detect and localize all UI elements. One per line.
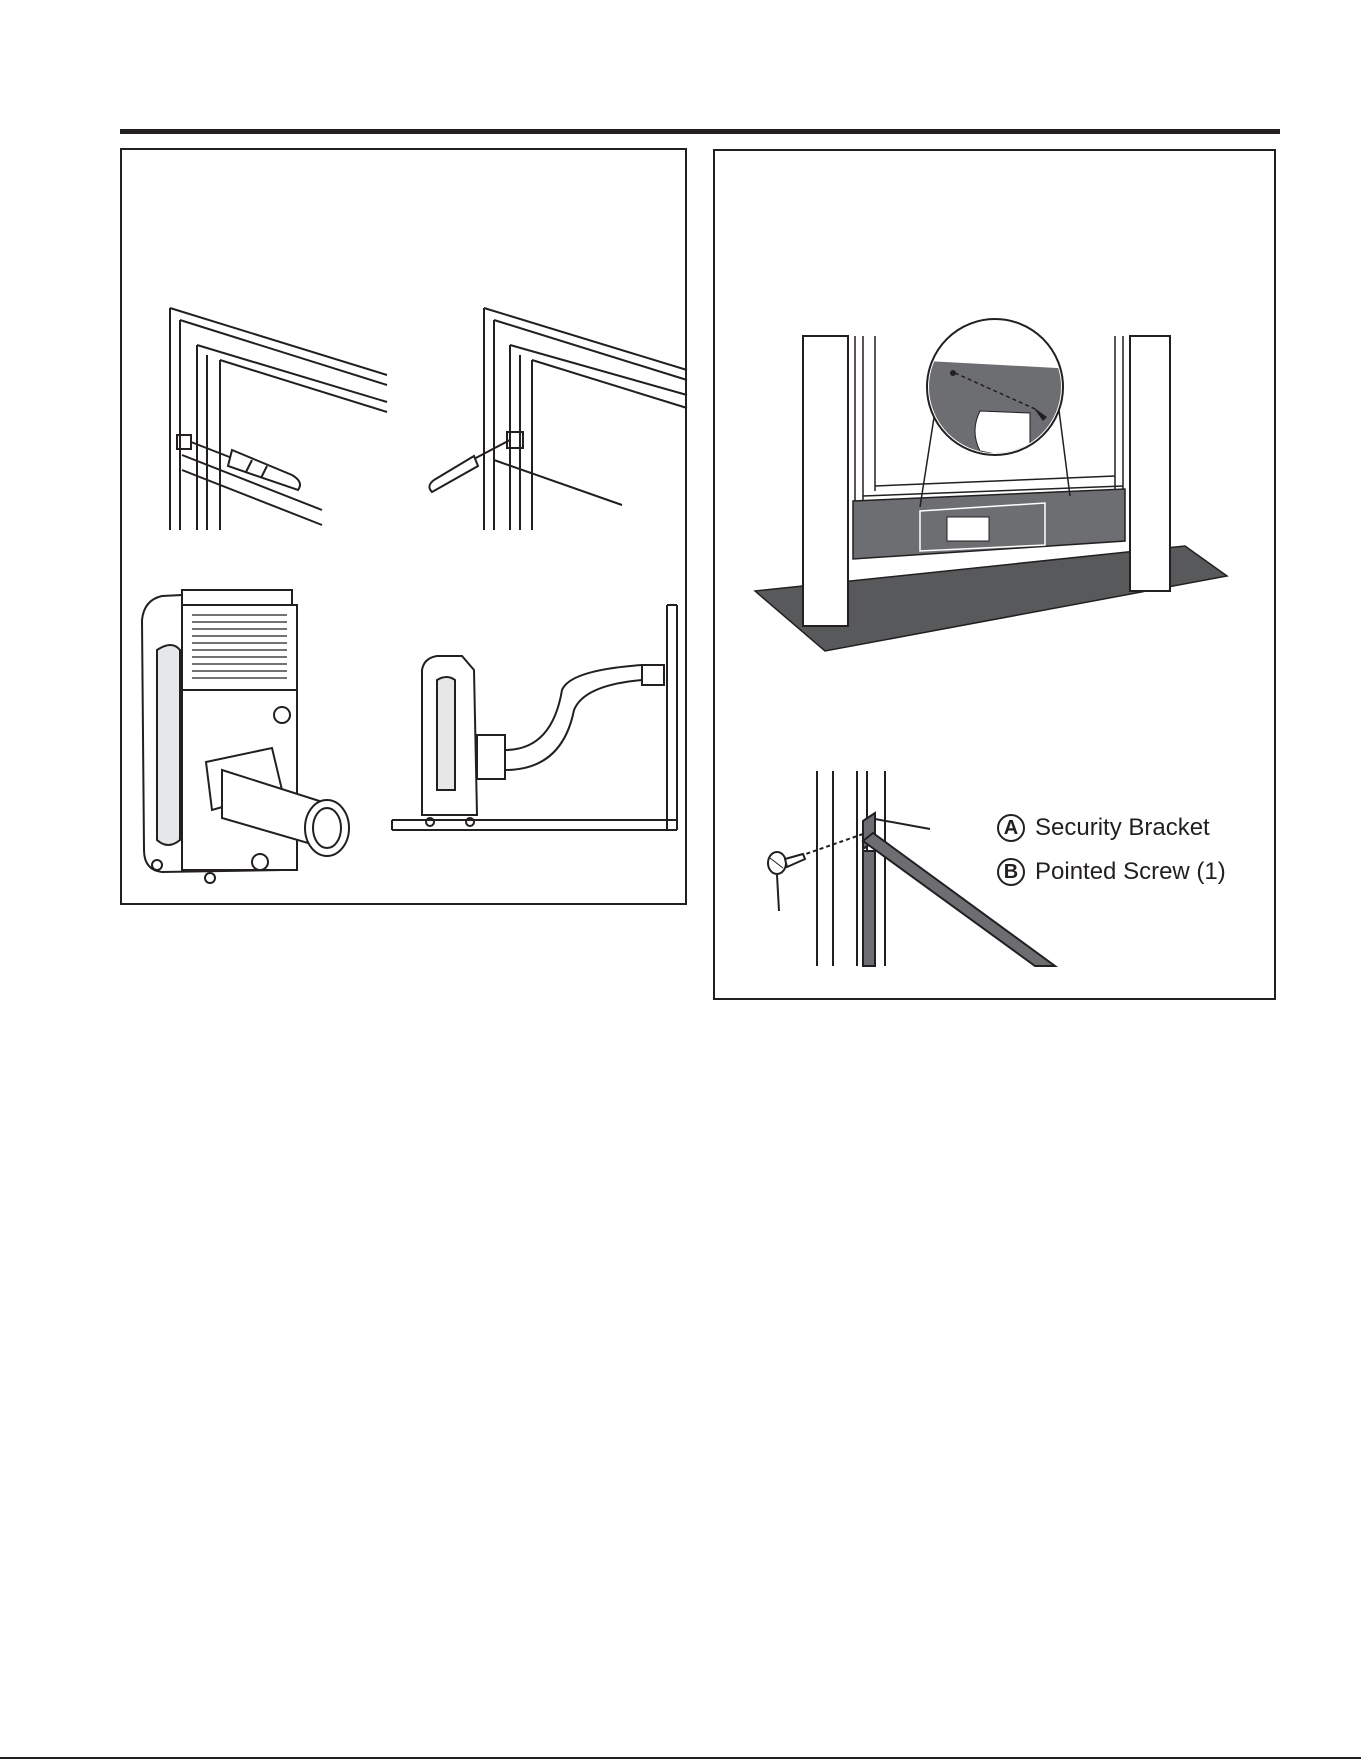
left-panel-illustrations [122,150,689,907]
top-rule [120,129,1280,134]
ac-unit-rear-illustration [142,590,349,883]
zoom-detail-circle [927,319,1075,471]
parts-legend: A Security Bracket B Pointed Screw (1) [997,811,1226,899]
legend-item-pointed-screw: B Pointed Screw (1) [997,855,1226,889]
ac-unit-window-connection-illustration [392,605,677,830]
bottom-rule [0,1757,1361,1759]
legend-label-pointed-screw: Pointed Screw (1) [1035,858,1226,886]
illustration-panel-right: A Security Bracket B Pointed Screw (1) [713,149,1276,1000]
window-screw-illustration-2 [429,308,687,530]
legend-item-security-bracket: A Security Bracket [997,811,1226,845]
badge-b: B [997,858,1025,886]
illustration-panel-left [120,148,687,905]
badge-a: A [997,814,1025,842]
window-screw-illustration-1 [170,308,387,530]
legend-label-security-bracket: Security Bracket [1035,814,1210,842]
